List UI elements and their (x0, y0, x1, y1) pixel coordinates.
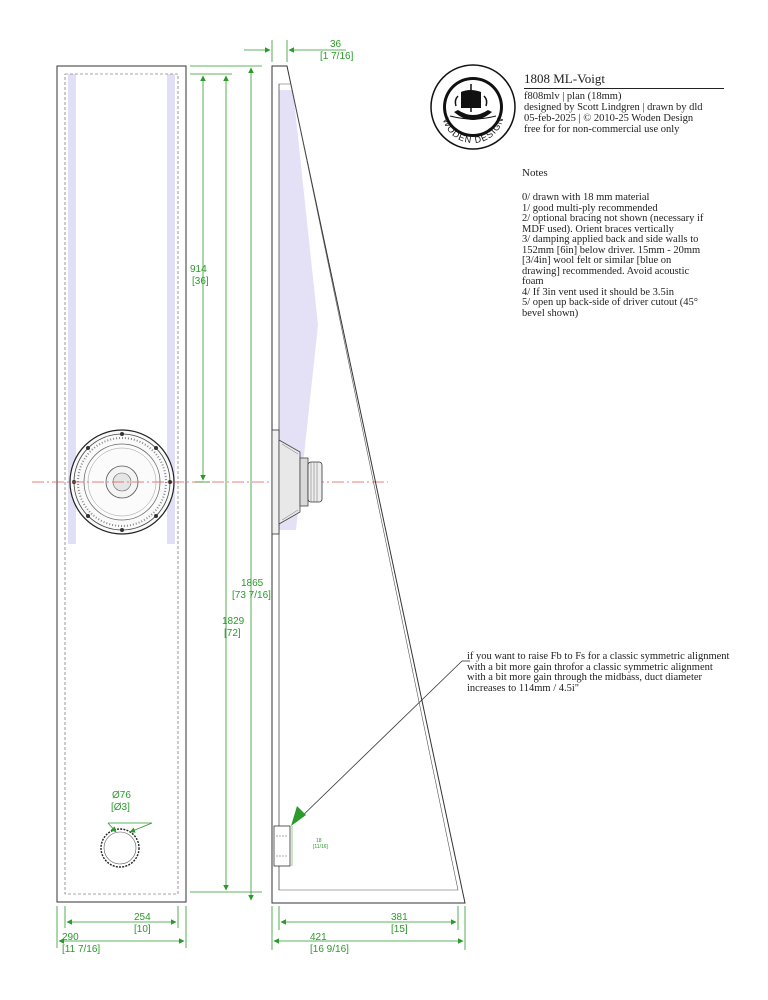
dim-outer-depth-in: [16 9/16] (310, 944, 349, 955)
title-line-2: designed by Scott Lindgren | drawn by dl… (524, 102, 703, 113)
callout-leader (291, 660, 470, 826)
side-damping (279, 90, 318, 530)
dim-outer-width-in: [11 7/16] (62, 944, 100, 955)
dim-top-offset-in: [1 7/16] (320, 51, 354, 62)
title-lines: 1808 ML-Voigt f808mlv | plan (18mm) desi… (524, 72, 724, 135)
woden-design-logo: WODEN DESIGN (430, 64, 516, 150)
front-damping-right (167, 74, 175, 544)
note-line: [3/4in] wool felt or similar [blue on (522, 255, 672, 266)
dim-top-offset: 36 (330, 39, 342, 50)
dim-driver-height: 914 (190, 264, 207, 275)
dim-inner-height-in: [72] (224, 628, 241, 639)
side-view: 18 [11/16] (271, 65, 466, 904)
front-baffle-outline (56, 65, 187, 903)
title-line-3: 05-feb-2025 | © 2010-25 Woden Design (524, 113, 694, 124)
title-line-4: free for for non-commercial use only (524, 124, 680, 135)
callout-line: with a bit more gain through the midbass… (467, 672, 703, 683)
note-line: drawing] recommended. Avoid acoustic (522, 265, 690, 277)
vent-callout: if you want to raise Fb to Fs for a clas… (467, 651, 757, 694)
callout-line: increases to 114mm / 4.5i" (467, 682, 580, 694)
note-line: 3/ damping applied back and side walls t… (522, 234, 699, 245)
note-line: MDF used). Orient braces vertically (522, 223, 674, 235)
vent-side-dim-in: [11/16] (313, 844, 329, 850)
vent-side: 18 [11/16] (273, 825, 329, 867)
front-inner-outline (64, 73, 179, 895)
title-line-1: f808mlv | plan (18mm) (524, 91, 622, 102)
notes-heading: Notes (522, 167, 548, 179)
front-view (56, 65, 187, 903)
dim-outer-width: 290 (62, 932, 79, 943)
callout-line: with a bit more gain throfor a classic s… (467, 661, 713, 673)
dim-outer-depth: 421 (310, 932, 327, 943)
title-block: WODEN DESIGN 1808 ML-Voigt f808mlv | pla… (428, 62, 724, 152)
dim-driver-height-in: [36] (192, 276, 209, 287)
callout-line: if you want to raise Fb to Fs for a clas… (467, 651, 730, 662)
dim-inner-depth: 381 (391, 912, 408, 923)
note-line: 1/ good multi-ply recommended (522, 202, 658, 214)
dim-inner-depth-in: [15] (391, 924, 408, 935)
dim-inner-width: 254 (134, 912, 151, 923)
dim-inner-width-in: [10] (134, 924, 151, 935)
driver-side (271, 429, 323, 535)
dim-inner-height: 1829 (222, 616, 245, 627)
dim-vent-diameter: Ø76 (112, 790, 131, 801)
front-damping-left (68, 74, 76, 544)
note-line: 152mm [6in] below driver. 15mm - 20mm (522, 244, 701, 256)
side-outline (271, 65, 466, 904)
dim-vent-diameter-in: [Ø3] (111, 802, 130, 813)
vent-front (100, 828, 140, 868)
note-line: 5/ open up back-side of driver cutout (4… (522, 297, 698, 308)
note-line: foam (522, 276, 544, 287)
note-line: 4/ If 3in vent used it should be 3.5in (522, 286, 674, 298)
note-line: 2/ optional bracing not shown (necessary… (522, 213, 704, 224)
dim-outer-height-in: [73 7/16] (232, 590, 271, 601)
dimension-lines (56, 40, 466, 950)
note-line: bevel shown) (522, 307, 579, 319)
drawing-title: 1808 ML-Voigt (524, 72, 724, 89)
dimension-labels: 36 [1 7/16] 914 [36] 1865 [73 7/16] 1829… (62, 39, 408, 955)
notes: Notes 0/ drawn with 18 mm material 1/ go… (522, 168, 732, 319)
vent-side-dim: 18 (316, 838, 322, 844)
note-line: 0/ drawn with 18 mm material (522, 192, 650, 203)
dim-outer-height: 1865 (241, 578, 264, 589)
